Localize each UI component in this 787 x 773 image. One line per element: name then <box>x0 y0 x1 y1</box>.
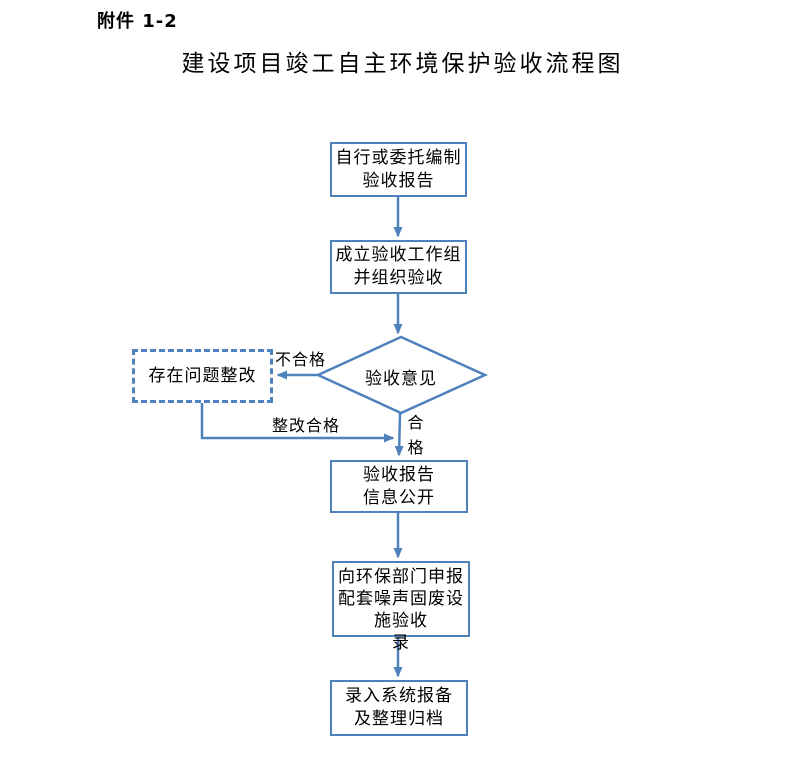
node-text-line: 存在问题整改 <box>148 365 257 386</box>
node-prepare-report: 自行或委托编制 验收报告 <box>330 142 467 197</box>
node-text-line: 验收报告 <box>362 170 435 191</box>
edge-label-qualified-char: 合 <box>407 413 425 432</box>
node-text-line: 及整理归档 <box>354 709 444 729</box>
node-rectify-problems: 存在问题整改 <box>132 349 273 403</box>
diamond-acceptance-opinion <box>314 335 489 415</box>
node-text-line: 成立验收工作组 <box>335 245 462 265</box>
edge-label-qualified: 合 格 <box>405 410 427 460</box>
attachment-label: 附件 1-2 <box>97 11 178 32</box>
node-report-disclosure: 验收报告 信息公开 <box>330 460 468 513</box>
node-text-line: 录入系统报备 <box>345 686 453 706</box>
node-text-line: 验收报告 <box>363 464 435 485</box>
edge-label-unqualified: 不合格 <box>275 350 327 369</box>
node-text-line: 信息公开 <box>363 487 435 508</box>
node-system-filing: 录入系统报备 及整理归档 <box>330 680 468 736</box>
node-declare-facilities-text: 向环保部门申报 配套噪声固废设 施验收 录 <box>332 566 470 654</box>
diagram-title: 建设项目竣工自主环境保护验收流程图 <box>181 51 624 77</box>
node-text-line: 向环保部门申报 <box>338 567 464 587</box>
node-acceptance-opinion-label: 验收意见 <box>365 369 437 389</box>
node-declare-facilities <box>332 561 470 637</box>
edge-label-rectified-qualified: 整改合格 <box>272 416 341 435</box>
arrow-opinion-to-disclosure <box>394 412 404 457</box>
arrow-rectify-to-mainline <box>200 402 395 443</box>
node-text-line: 施验收 <box>374 611 428 631</box>
edge-label-qualified-char: 格 <box>407 438 425 457</box>
node-text-line: 并组织验收 <box>353 268 444 288</box>
node-working-group: 成立验收工作组 并组织验收 <box>330 240 467 294</box>
node-text-line: 配套噪声固废设 <box>338 589 464 609</box>
node-text-line-overflow: 录 <box>392 633 410 653</box>
node-text-line: 自行或委托编制 <box>335 147 462 168</box>
